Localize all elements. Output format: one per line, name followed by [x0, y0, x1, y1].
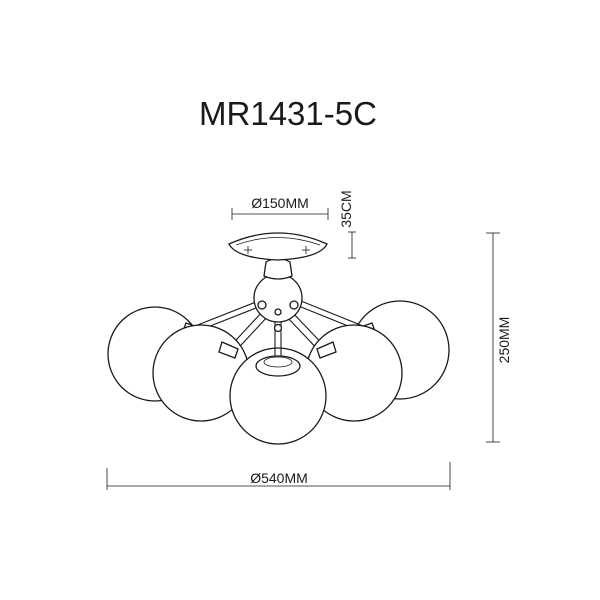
socket-center	[255, 355, 301, 377]
arm-back-right	[300, 300, 369, 329]
stem	[263, 257, 293, 280]
canopy-height-dimension: 35CM	[338, 190, 356, 259]
canopy-diameter-label: Ø150MM	[251, 195, 309, 211]
model-title: MR1431-5C	[199, 95, 377, 132]
arm-back-left	[189, 301, 257, 329]
fixture-drawing	[107, 232, 450, 445]
canopy-height-label: 35CM	[338, 190, 354, 227]
socket-front-left	[218, 341, 239, 359]
canopy-screw-left	[244, 246, 252, 254]
overall-diameter-label: Ø540MM	[250, 470, 308, 486]
globe-front-center	[229, 347, 327, 445]
canopy-screw-right	[302, 246, 310, 254]
overall-diameter-dimension: Ø540MM	[106, 462, 451, 490]
socket-front-right	[316, 341, 337, 359]
canopy	[228, 232, 328, 261]
overall-height-dimension: 250MM	[486, 232, 512, 443]
overall-height-label: 250MM	[496, 317, 512, 364]
canopy-diameter-dimension: Ø150MM	[231, 195, 329, 220]
